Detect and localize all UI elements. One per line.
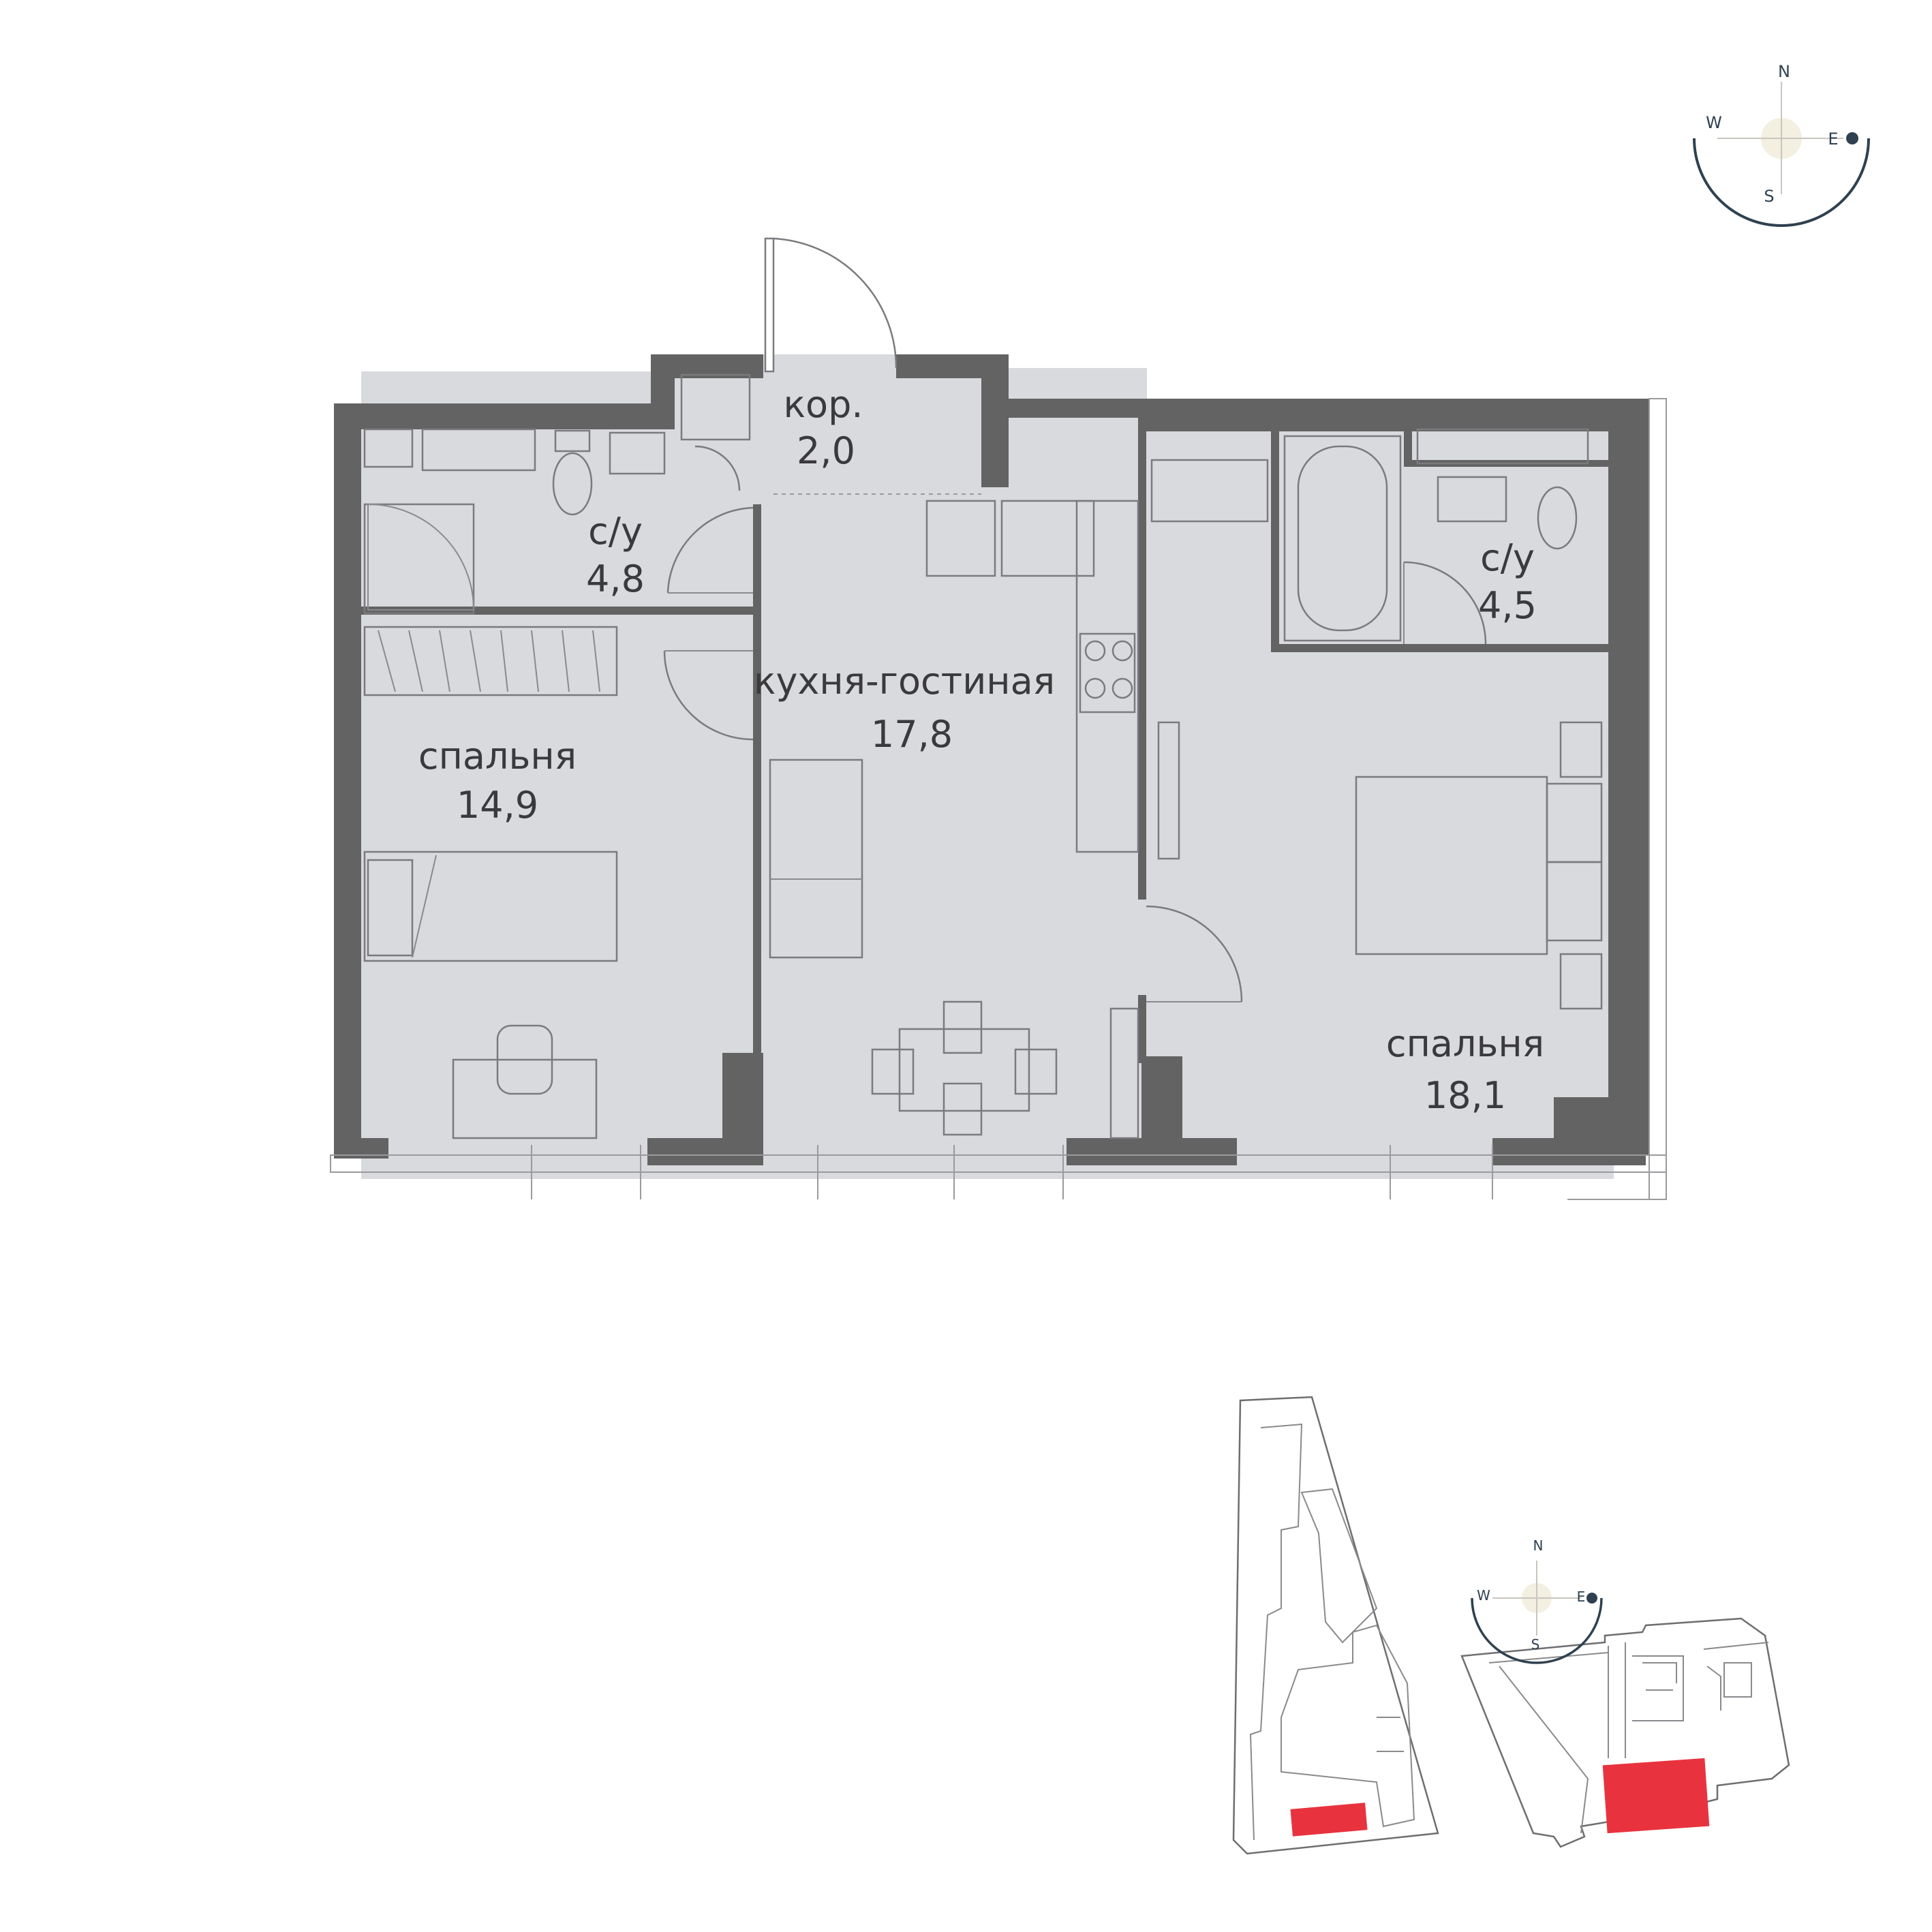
compass-small-n: N [1533,1537,1544,1554]
floor-key [1460,1617,1790,1848]
corridor-name: кор. [783,383,863,426]
compass-w: W [1706,113,1722,132]
room-fills [361,354,1614,1179]
bedroom-left-name: спальня [418,735,577,778]
compass-small-w: W [1477,1587,1490,1604]
floor-key-highlight [1602,1758,1710,1834]
compass-n: N [1778,62,1790,81]
bath-left-area: 4,8 [586,557,645,600]
bedroom-left-area: 14,9 [457,784,538,827]
left-bathroom-fixtures [363,373,751,615]
compass-e: E [1828,129,1838,149]
bath-right-name: с/у [1480,536,1535,579]
entry-door [764,237,981,495]
right-rooms-furniture [1150,428,1603,1010]
bath-left-name: с/у [588,510,643,553]
bath-right-area: 4,5 [1478,584,1537,627]
compass-s: S [1764,187,1774,206]
compass-small-dot-icon [1586,1593,1597,1604]
walls [334,354,1649,1165]
compass-small: N W E S [1471,1537,1603,1664]
bedroom-right-area: 18,1 [1424,1074,1506,1117]
site-plan-highlight [1290,1803,1368,1837]
bedroom-right-name: спальня [1386,1022,1544,1065]
kitchen-living-name: кухня-гостиная [754,660,1055,703]
compass-main: N W E S [1693,62,1870,227]
windows [330,398,1667,1200]
compass-dot-icon [1846,132,1858,144]
kitchen-living-area: 17,8 [871,713,953,756]
compass-small-e: E [1577,1589,1586,1605]
corridor-area: 2,0 [797,429,855,472]
room-labels: кор. 2,0 с/у 4,8 с/у 4,5 кухня-гостиная … [418,383,1544,1117]
interior-doors [663,445,1487,1002]
left-bedroom-furniture [363,626,618,1139]
compass-small-s: S [1531,1636,1540,1653]
site-plan-key [1232,1396,1439,1855]
kitchen-furniture [769,500,1139,1139]
